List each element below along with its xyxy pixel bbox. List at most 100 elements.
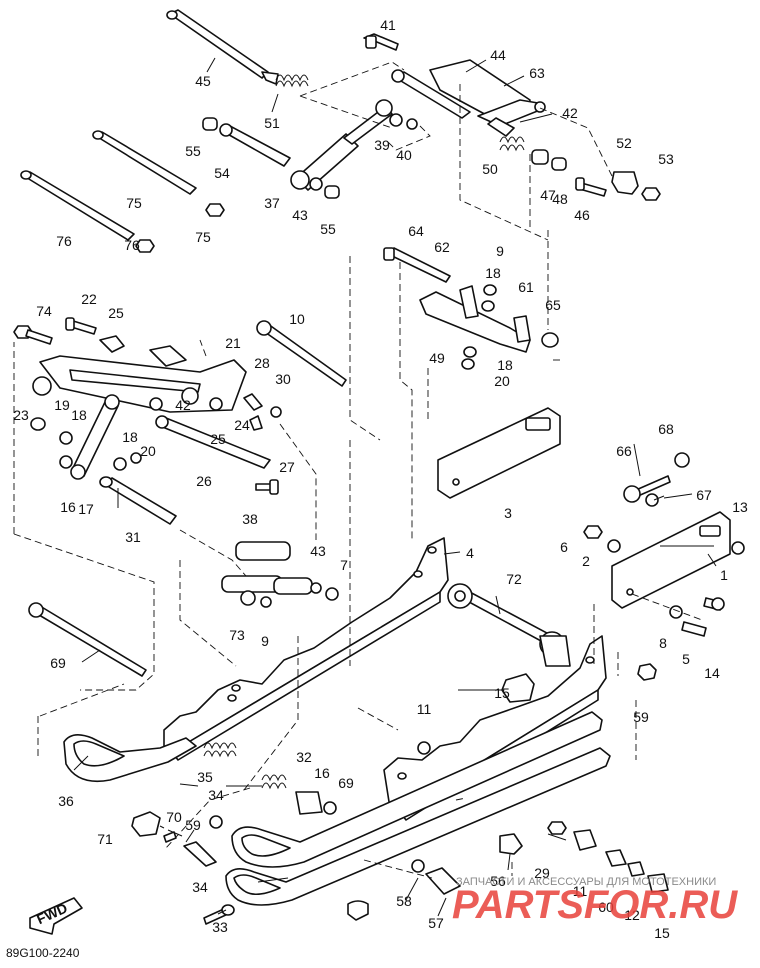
bushing-38-43-72-73 <box>221 575 339 608</box>
callout-3: 3 <box>504 505 512 521</box>
callout-19: 19 <box>54 397 70 413</box>
collar-23-19-18 <box>30 376 73 445</box>
shaft-4 <box>447 583 571 667</box>
callout-22: 22 <box>81 291 97 307</box>
callout-42: 42 <box>175 397 191 413</box>
bolt-74 <box>13 325 53 345</box>
fwd-arrow-icon <box>29 897 83 935</box>
callout-20: 20 <box>140 443 156 459</box>
callout-59: 59 <box>633 709 649 725</box>
callout-39: 39 <box>374 137 390 153</box>
slide-rail-1-left <box>163 537 449 761</box>
callout-13: 13 <box>732 499 748 515</box>
callout-62: 62 <box>434 239 450 255</box>
callout-4: 4 <box>466 545 474 561</box>
nuts-7-6 <box>583 525 621 553</box>
bracket-44 <box>391 59 546 127</box>
shock-absorber-37 <box>290 99 393 191</box>
callout-7: 7 <box>340 557 348 573</box>
callout-18: 18 <box>71 407 87 423</box>
callout-47: 47 <box>540 187 556 203</box>
bolt-14 <box>28 602 147 677</box>
callout-29: 29 <box>534 865 550 881</box>
nut-15-right <box>637 663 657 681</box>
bolt-29 <box>499 833 523 855</box>
runner-11-left <box>63 734 197 783</box>
callout-67: 67 <box>696 487 712 503</box>
parts-56-58-60-57 <box>573 829 669 893</box>
plate-2 <box>611 511 731 609</box>
collars-16-32-34 <box>209 791 337 829</box>
collars-18-20-9 <box>461 284 497 370</box>
callout-69: 69 <box>338 775 354 791</box>
callout-40: 40 <box>396 147 412 163</box>
collar-31 <box>235 541 291 561</box>
bolt-66 <box>623 475 671 503</box>
callout-18: 18 <box>485 265 501 281</box>
callout-68: 68 <box>658 421 674 437</box>
callout-36: 36 <box>58 793 74 809</box>
callout-41: 41 <box>380 17 396 33</box>
callout-66: 66 <box>616 443 632 459</box>
spring-51 <box>275 74 309 88</box>
bolts-9-8-5 <box>669 597 725 637</box>
bolt-76 <box>135 203 225 253</box>
shaft-75-upper <box>92 130 197 195</box>
callout-63: 63 <box>529 65 545 81</box>
callout-33: 33 <box>212 919 228 935</box>
callout-48: 48 <box>552 191 568 207</box>
callout-2: 2 <box>582 553 590 569</box>
callout-58: 58 <box>396 893 412 909</box>
callout-6: 6 <box>560 539 568 555</box>
cap-65 <box>541 332 559 348</box>
bracket-25 <box>99 335 125 353</box>
callout-31: 31 <box>125 529 141 545</box>
callout-76: 76 <box>124 237 140 253</box>
bolt-22 <box>65 317 97 335</box>
callout-14: 14 <box>704 665 720 681</box>
plate-3 <box>437 407 561 499</box>
callout-43: 43 <box>310 543 326 559</box>
callout-1: 1 <box>720 567 728 583</box>
callout-20: 20 <box>494 373 510 389</box>
callout-10: 10 <box>289 311 305 327</box>
callout-50: 50 <box>482 161 498 177</box>
callout-42: 42 <box>562 105 578 121</box>
spring-36 <box>203 742 237 758</box>
cap-15-bottom <box>347 900 369 921</box>
callout-71: 71 <box>97 831 113 847</box>
cap-52 <box>611 171 639 195</box>
assembly-dashed-lines <box>13 61 703 879</box>
callout-30: 30 <box>275 371 291 387</box>
spring-50 <box>499 136 525 152</box>
watermark-tagline: ЗАПЧАСТИ И АКСЕССУАРЫ ДЛЯ МОТОТЕХНИКИ <box>456 876 716 888</box>
callout-38: 38 <box>242 511 258 527</box>
callout-16: 16 <box>60 499 76 515</box>
callout-51: 51 <box>264 115 280 131</box>
callout-17: 17 <box>78 501 94 517</box>
watermark-brand: PARTSFOR.RU <box>452 883 738 927</box>
diagram-code: 89G100-2240 <box>6 946 80 960</box>
callout-45: 45 <box>195 73 211 89</box>
arm-49 <box>419 285 531 353</box>
bolt-41 <box>363 33 399 51</box>
callout-21: 21 <box>225 335 241 351</box>
callout-52: 52 <box>616 135 632 151</box>
runner-11-right-lower <box>225 747 611 906</box>
bolt-46 <box>575 177 607 197</box>
callout-60: 60 <box>598 899 614 915</box>
callout-46: 46 <box>574 207 590 223</box>
callout-18: 18 <box>122 429 138 445</box>
callout-16: 16 <box>314 765 330 781</box>
callout-55: 55 <box>185 143 201 159</box>
collars-39-40-43 <box>309 113 418 191</box>
front-arm-21 <box>39 345 247 413</box>
callout-24: 24 <box>234 417 250 433</box>
callout-73: 73 <box>229 627 245 643</box>
callout-8: 8 <box>659 635 667 651</box>
callout-69: 69 <box>50 655 66 671</box>
callout-49: 49 <box>429 350 445 366</box>
shaft-26 <box>155 415 271 469</box>
callout-64: 64 <box>408 223 424 239</box>
callout-34: 34 <box>208 787 224 803</box>
